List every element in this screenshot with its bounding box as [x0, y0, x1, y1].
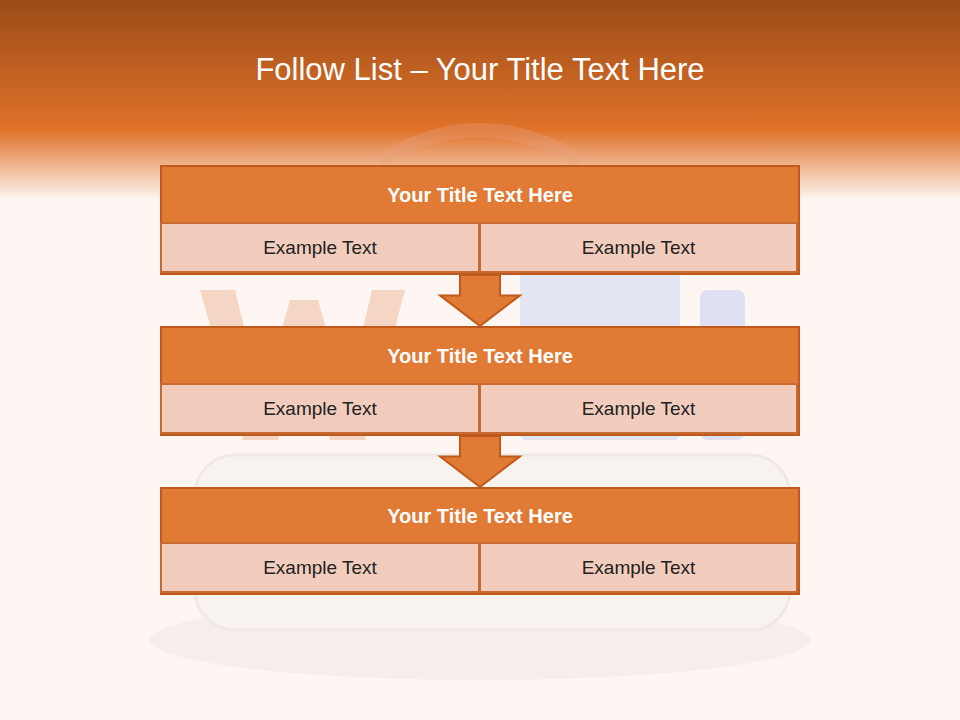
slide-title: Follow List – Your Title Text Here [0, 52, 960, 88]
list-cell: Example Text [479, 542, 798, 593]
group-title: Your Title Text Here [162, 167, 798, 224]
group-title: Your Title Text Here [162, 328, 798, 385]
list-cell: Example Text [160, 222, 480, 273]
list-cell: Example Text [160, 542, 480, 593]
cell-text: Example Text [255, 233, 385, 263]
list-cell: Example Text [479, 222, 798, 273]
list-group: Your Title Text HereExample Text Example … [160, 165, 800, 275]
block-arrow [440, 436, 520, 487]
cell-text: Example Text [255, 553, 385, 583]
block-arrow [440, 275, 520, 326]
list-group: Your Title Text HereExample Text Example … [160, 487, 800, 595]
group-title: Your Title Text Here [162, 489, 798, 544]
list-group: Your Title Text HereExample Text Example … [160, 326, 800, 436]
cell-text: Example Text [255, 394, 385, 424]
list-cell: Example Text [479, 383, 798, 434]
cell-text: Example Text [574, 553, 704, 583]
wifi-watermark [150, 130, 810, 680]
cell-text: Example Text [574, 394, 704, 424]
cell-text: Example Text [574, 233, 704, 263]
list-cell: Example Text [160, 383, 480, 434]
